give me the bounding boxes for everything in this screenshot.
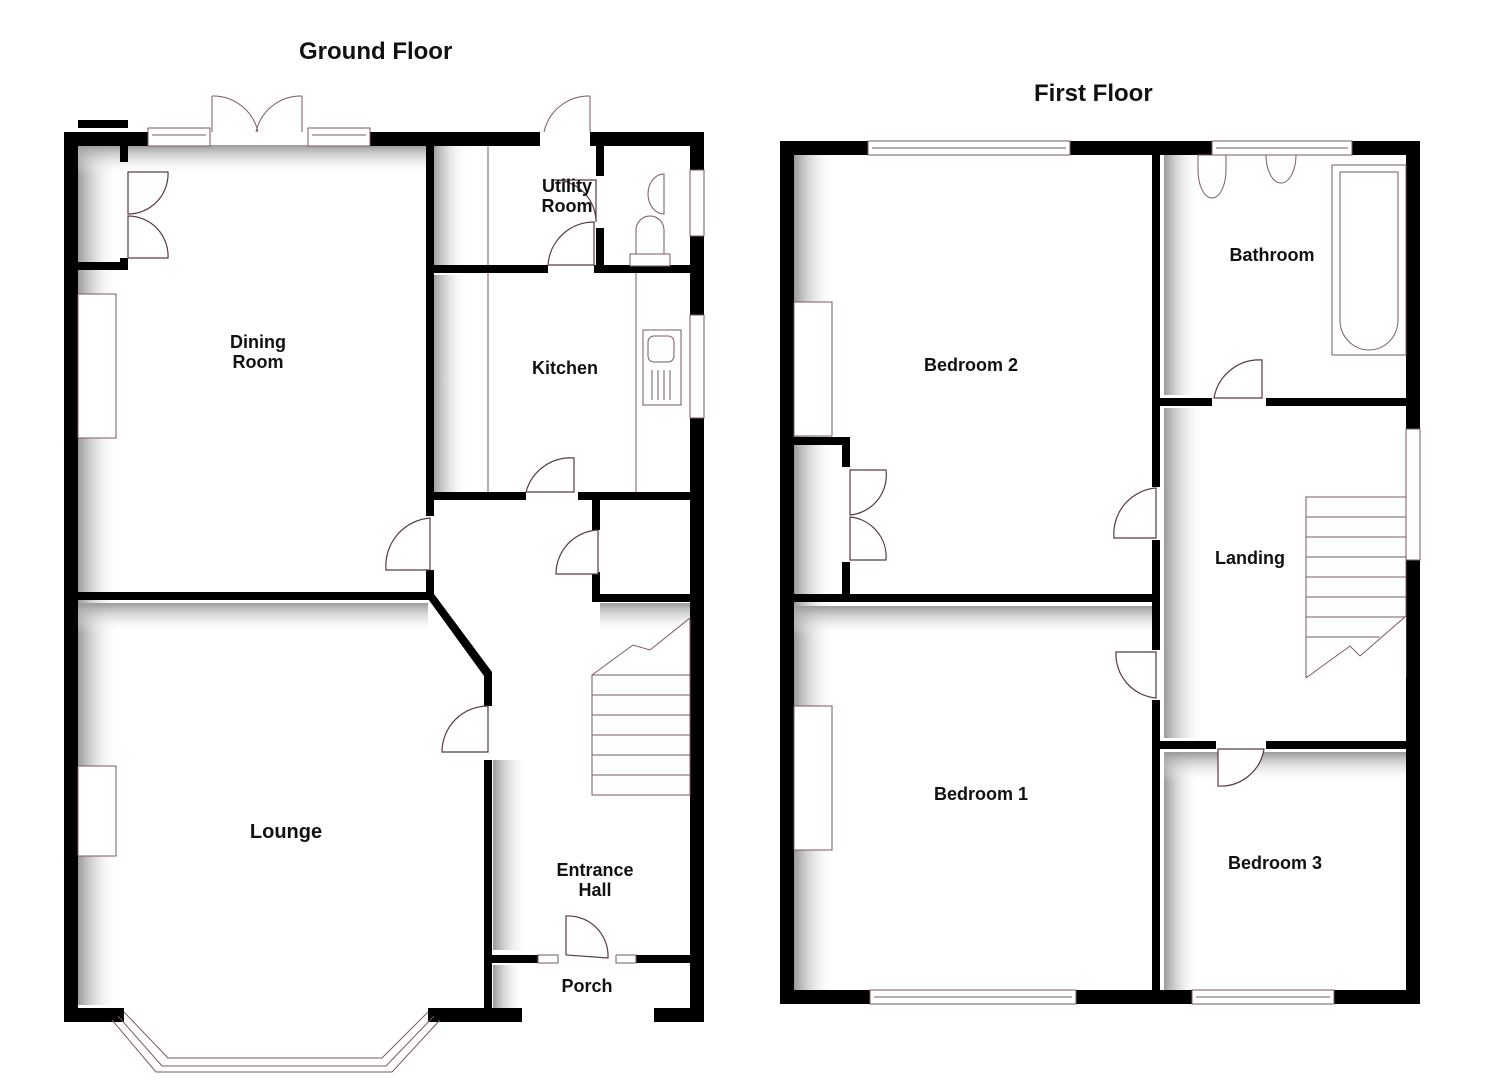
room-label-line: Entrance [556,860,634,880]
ground-floor-plan [64,95,705,1073]
first-floor-title: First Floor [1034,80,1153,107]
first-floor-plan [780,140,1421,1005]
room-label-line: Bedroom 1 [933,784,1029,804]
room-label-line: Bathroom [1229,245,1315,265]
room-label-utility-room: Utility Room [542,176,593,216]
room-label-dining-room: Dining Room [230,332,286,372]
ground-floor-stairs [591,617,691,796]
room-label-landing: Landing [1215,548,1285,568]
room-label-bedroom-3: Bedroom 3 [1228,853,1322,873]
room-label-line: Room [232,352,284,372]
room-label-kitchen: Kitchen [532,358,598,378]
room-label-line: Bedroom 3 [1227,853,1323,873]
room-label-line: Kitchen [531,358,599,378]
room-label-line: Lounge [249,821,323,843]
first-floor-stairs [1305,496,1407,680]
room-label-line: Hall [578,880,612,900]
room-label-bathroom: Bathroom [1230,245,1315,265]
room-label-porch: Porch [561,976,612,996]
room-label-line: Porch [561,976,613,996]
room-label-line: Dining [230,332,286,352]
room-label-bedroom-1: Bedroom 1 [934,784,1028,804]
room-label-line: Utility [541,176,592,196]
room-label-line: Landing [1215,548,1285,568]
room-label-line: Bedroom 2 [923,355,1019,375]
ground-floor-title: Ground Floor [299,38,453,65]
room-label-line: Room [541,196,593,216]
room-label-bedroom-2: Bedroom 2 [924,355,1018,375]
room-label-entrance-hall: Entrance Hall [556,860,633,900]
room-label-lounge: Lounge [250,822,322,842]
